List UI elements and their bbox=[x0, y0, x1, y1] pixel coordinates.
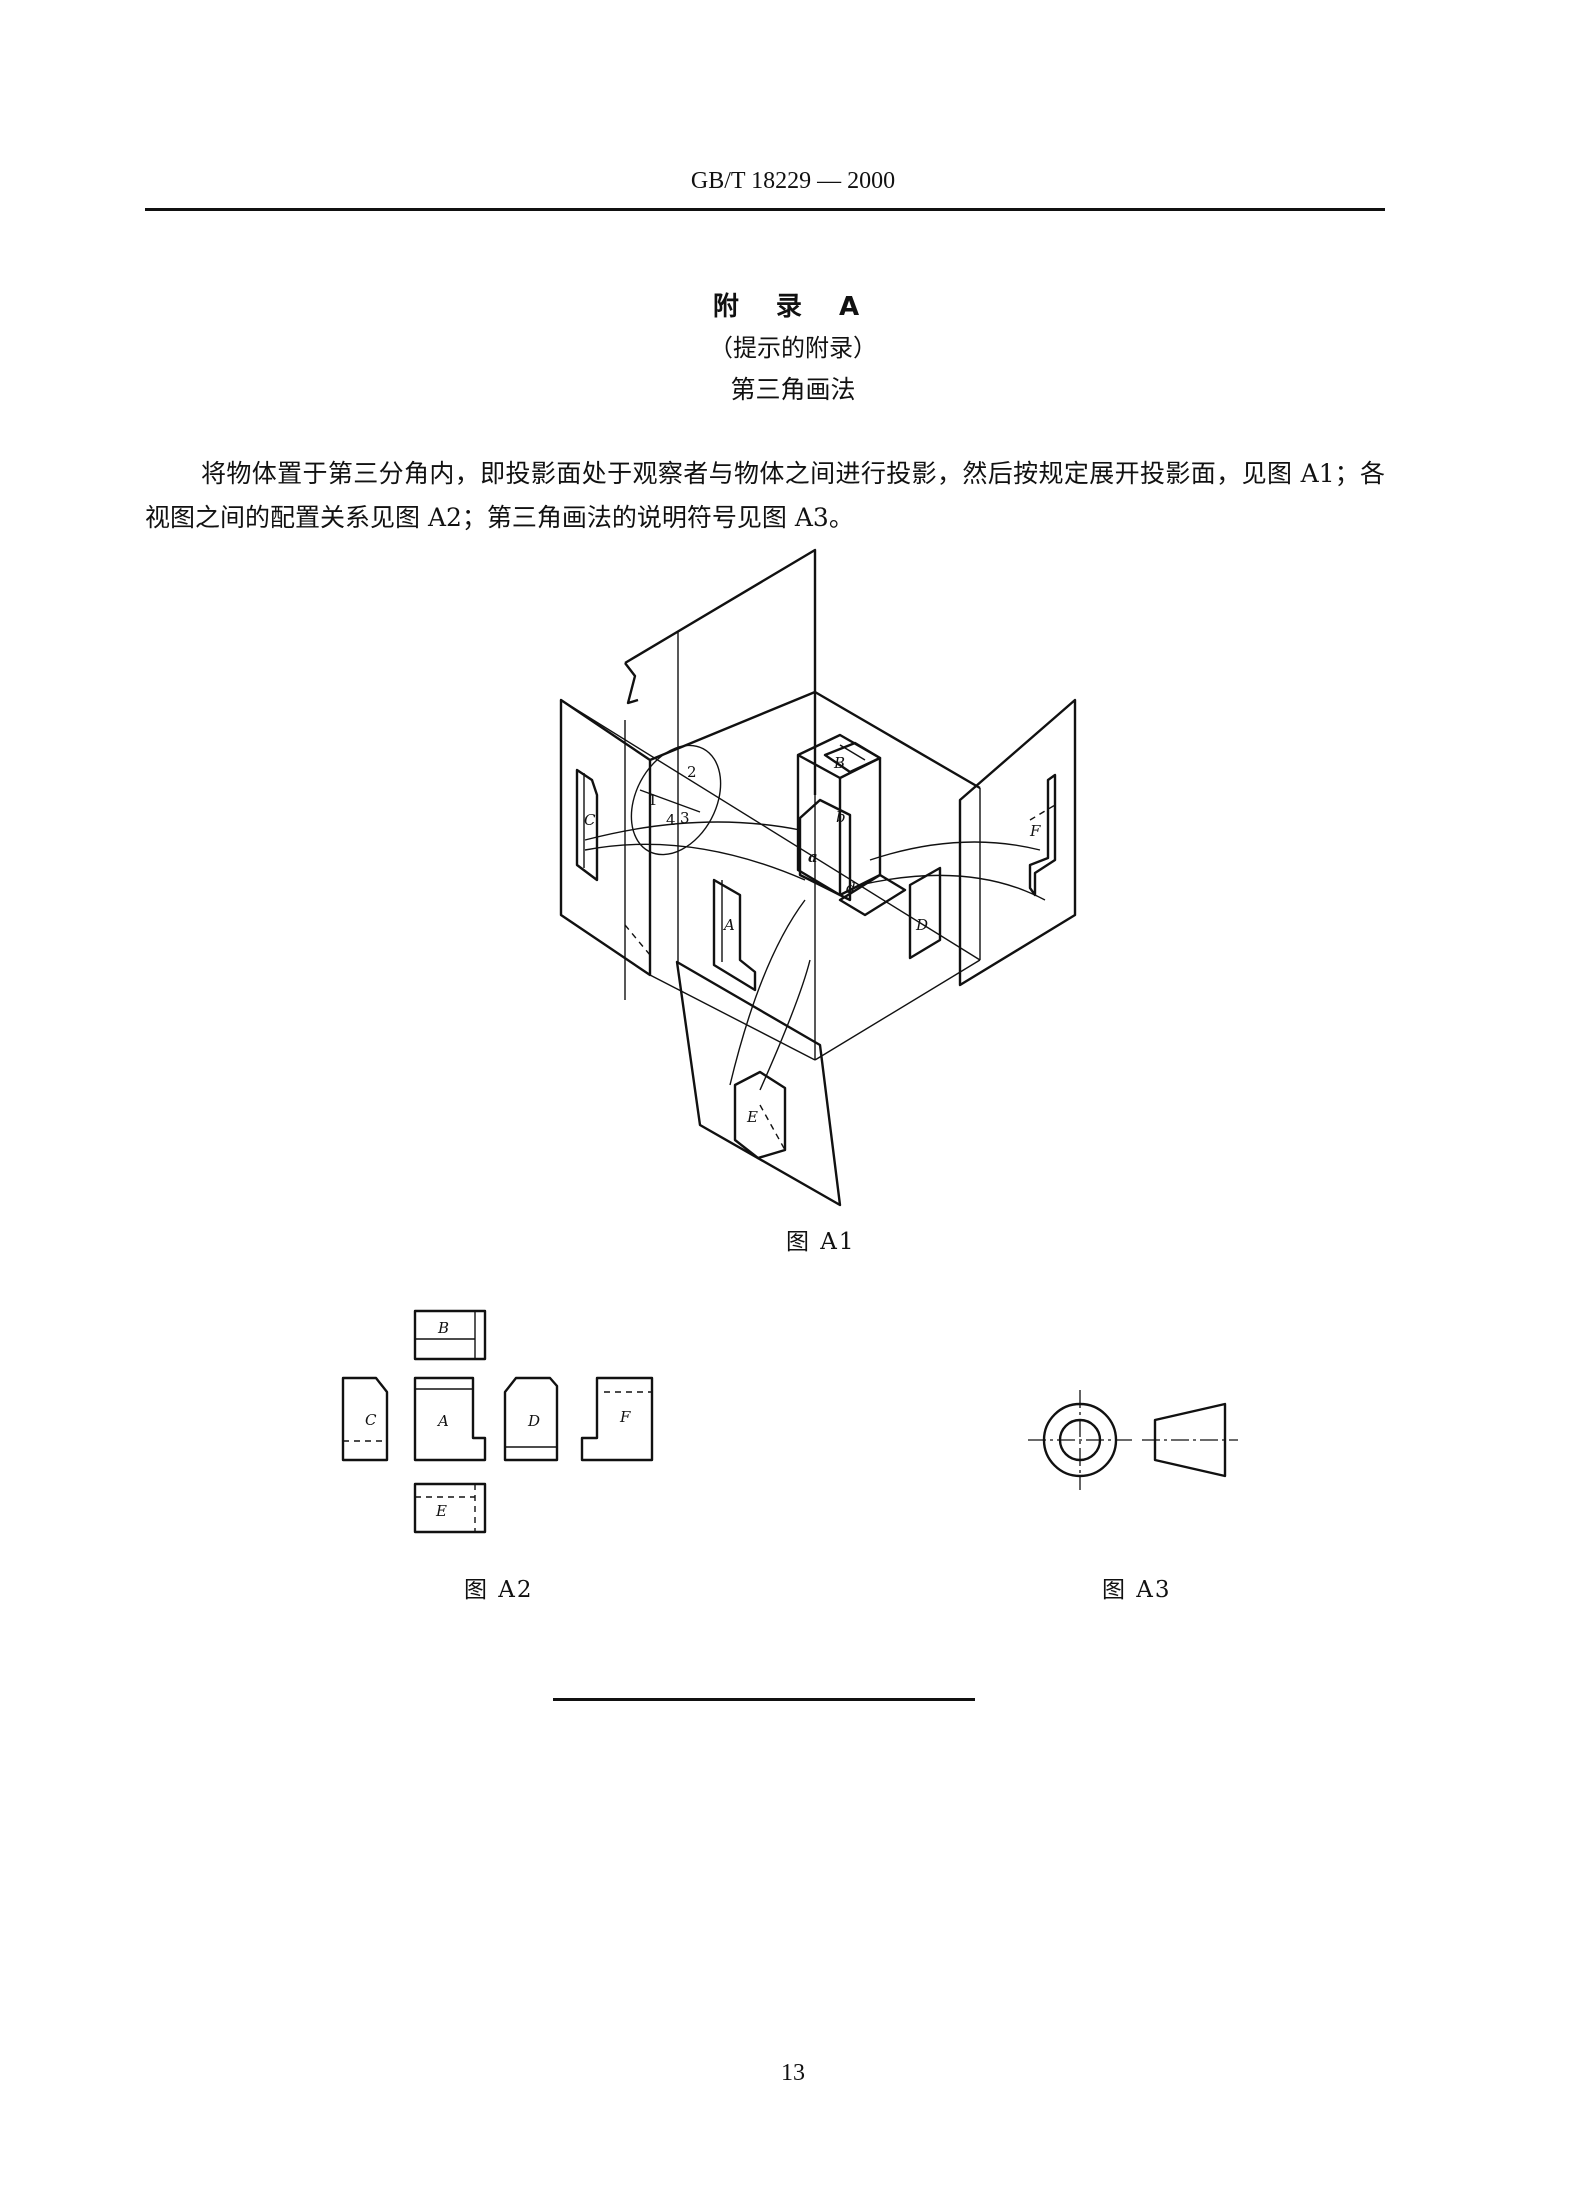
a2-label-C: C bbox=[365, 1411, 377, 1429]
a2-label-A: A bbox=[436, 1412, 449, 1430]
a1-face-b: b bbox=[836, 808, 846, 826]
a1-quadrant-4: 4 bbox=[666, 811, 676, 829]
a2-label-D: D bbox=[527, 1412, 540, 1430]
a1-label-D: D bbox=[915, 916, 928, 934]
figure-a2-drawing: B C A D F E bbox=[341, 1309, 654, 1534]
a2-label-F: F bbox=[619, 1408, 631, 1426]
figure-a3-symbol bbox=[1028, 1390, 1238, 1490]
a1-face-d: d bbox=[846, 879, 856, 897]
appendix-note: （提示的附录） bbox=[709, 334, 877, 362]
figure-a1-caption: 图 A1 bbox=[786, 1229, 856, 1255]
appendix-title: 附 录 A bbox=[712, 292, 874, 322]
page-number: 13 bbox=[781, 2060, 805, 2086]
figure-a3-caption: 图 A3 bbox=[1102, 1577, 1172, 1603]
figure-a2-caption: 图 A2 bbox=[464, 1577, 534, 1603]
a1-quadrant-2: 2 bbox=[687, 763, 697, 781]
a1-label-E: E bbox=[746, 1108, 758, 1126]
a1-label-B: B bbox=[833, 754, 845, 772]
a1-label-A: A bbox=[722, 916, 735, 934]
a2-label-B: B bbox=[437, 1319, 449, 1337]
a1-face-a: a bbox=[808, 848, 818, 866]
end-rule bbox=[553, 1698, 975, 1701]
a2-label-E: E bbox=[435, 1502, 447, 1520]
a1-quadrant-1: 1 bbox=[648, 791, 658, 809]
a1-label-C: C bbox=[584, 811, 596, 829]
appendix-subject: 第三角画法 bbox=[730, 375, 856, 404]
a1-quadrant-3: 3 bbox=[680, 809, 690, 827]
figure-a1-drawing: A B C D E F a b d 1 2 3 4 bbox=[559, 548, 1077, 1207]
standard-code: GB/T 18229 — 2000 bbox=[690, 168, 896, 194]
header-divider bbox=[145, 208, 1385, 211]
a1-label-F: F bbox=[1029, 822, 1041, 840]
body-paragraph: 将物体置于第三分角内，即投影面处于观察者与物体之间进行投影，然后按规定展开投影面… bbox=[145, 459, 1385, 532]
